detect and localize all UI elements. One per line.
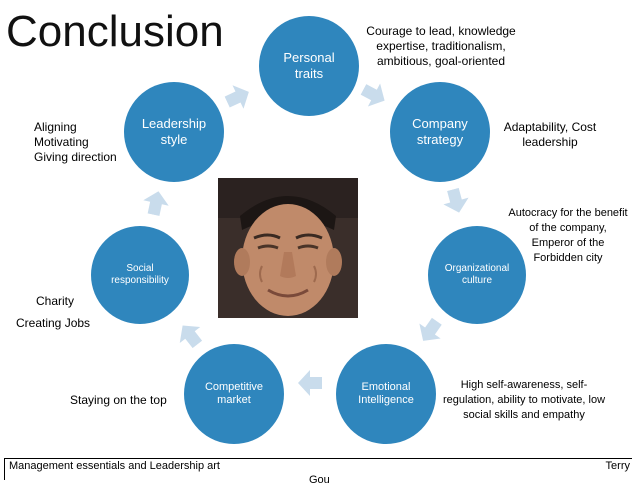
note-line: of the company,: [529, 222, 607, 234]
note-personal-traits: Courage to lead, knowledge expertise, tr…: [356, 24, 526, 69]
node-label-line1: Leadership: [141, 116, 207, 132]
note-line: Motivating: [34, 135, 89, 149]
note-line: leadership: [522, 135, 578, 149]
note-line: Autocracy for the benefit: [508, 207, 628, 219]
note-organizational-culture: Autocracy for the benefit of the company…: [500, 206, 636, 266]
slide-title: Conclusion: [6, 7, 224, 56]
node-label-line2: traits: [294, 66, 324, 81]
node-label-line2: strategy: [416, 132, 464, 147]
note-line: Charity: [36, 294, 75, 308]
note-line: Forbidden city: [533, 252, 603, 264]
note-line: Emperor of the: [531, 237, 605, 249]
footer-left-text: Management essentials and Leadership art: [9, 460, 220, 472]
portrait-image: [218, 178, 358, 318]
note-line: Courage to lead, knowledge: [366, 24, 516, 38]
node-label-line1: Personal: [283, 50, 335, 66]
footer-right-text: Terry: [605, 460, 630, 472]
note-leadership-style: Aligning Motivating Giving direction: [34, 120, 117, 165]
note-line: social skills and empathy: [463, 409, 585, 421]
node-label-line1: Social: [126, 263, 154, 274]
note-competitive-market: Staying on the top: [70, 393, 167, 408]
cycle-arrow-icon: [440, 186, 471, 216]
node-label-line2: culture: [461, 275, 492, 286]
note-line: regulation, ability to motivate, low: [442, 394, 606, 406]
note-emotional-intelligence: High self-awareness, self- regulation, a…: [436, 378, 612, 423]
cycle-arrow-icon: [357, 78, 390, 112]
note-line: ambitious, goal-oriented: [376, 54, 506, 68]
note-social-responsibility: Charity Creating Jobs: [16, 290, 90, 334]
node-label-line1: Organizational: [444, 263, 510, 274]
note-line: Aligning: [34, 120, 77, 134]
note-company-strategy: Adaptability, Cost leadership: [498, 120, 602, 150]
note-line: Creating Jobs: [16, 316, 91, 330]
footer-wrap-text: Gou: [309, 474, 330, 486]
cycle-arrow-icon: [172, 318, 207, 353]
node-label-line2: responsibility: [111, 275, 169, 286]
cycle-arrow-icon: [141, 189, 171, 218]
note-line: Giving direction: [34, 150, 117, 164]
node-label-line2: Intelligence: [358, 394, 414, 406]
note-line: High self-awareness, self-: [460, 379, 588, 391]
cycle-arrow-icon: [222, 80, 255, 114]
node-label-line1: Competitive: [204, 380, 264, 393]
note-line: expertise, traditionalism,: [376, 39, 506, 53]
node-label-line1: Company: [412, 116, 468, 132]
cycle-arrow-icon: [298, 370, 322, 396]
note-line: Adaptability, Cost: [503, 120, 597, 134]
cycle-arrow-icon: [412, 314, 447, 349]
slide-footer: Management essentials and Leadership art…: [4, 458, 632, 486]
node-label-line2: market: [217, 394, 251, 406]
node-label-line2: style: [160, 132, 188, 147]
note-line: Staying on the top: [70, 393, 167, 407]
node-label-line1: Emotional: [361, 380, 411, 393]
